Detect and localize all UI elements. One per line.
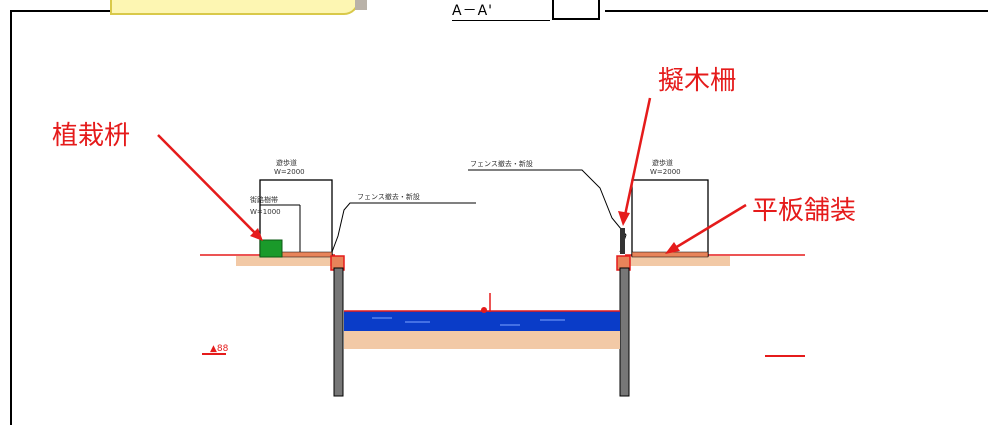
sidewalk-left-label: 遊歩道: [276, 159, 297, 167]
soil-left: [236, 256, 331, 266]
sidewalk-right-width: W=2000: [650, 168, 681, 176]
channel-wall-right: [619, 267, 630, 397]
section-title-box: [552, 0, 600, 20]
planting-box: [259, 239, 283, 258]
sidewalk-left-width: W=2000: [274, 168, 305, 176]
sidewalk-right-box: [631, 179, 709, 257]
sidewalk-right-label: 遊歩道: [652, 159, 673, 167]
level-mark-label: ▲88: [210, 344, 229, 354]
arrow-pseudo-wood-fence: [618, 97, 652, 226]
fence-right: [468, 169, 627, 253]
fence-left-label: フェンス撤去・新設: [357, 193, 420, 201]
callout-planting-box: 植栽枡: [52, 121, 131, 151]
soil-right: [630, 256, 730, 266]
level-marker-dot: [481, 307, 487, 313]
arrow-planting-box: [157, 134, 263, 241]
paving-left: [279, 251, 333, 258]
channel-wall-left: [333, 267, 344, 397]
fence-left: [331, 202, 476, 253]
channel-bed: [344, 331, 620, 349]
water-body: [344, 311, 620, 331]
frame-top-left: [10, 10, 110, 12]
frame-top-right: [605, 10, 988, 12]
callout-pseudo-wood-fence: 擬木柵: [658, 66, 737, 96]
frame-left: [10, 10, 12, 425]
pseudo-wood-fence-post: [620, 228, 625, 254]
planting-strip-label: 街路樹帯: [250, 196, 278, 204]
callout-flat-paving: 平板舗装: [752, 196, 857, 226]
section-title: A－A': [452, 3, 494, 19]
section-title-underline: [452, 20, 550, 21]
top-tab-shadow: [355, 0, 367, 10]
planting-strip-width: W=1000: [250, 208, 281, 216]
fence-right-label: フェンス撤去・新設: [470, 160, 533, 168]
arrow-flat-paving: [665, 203, 747, 254]
